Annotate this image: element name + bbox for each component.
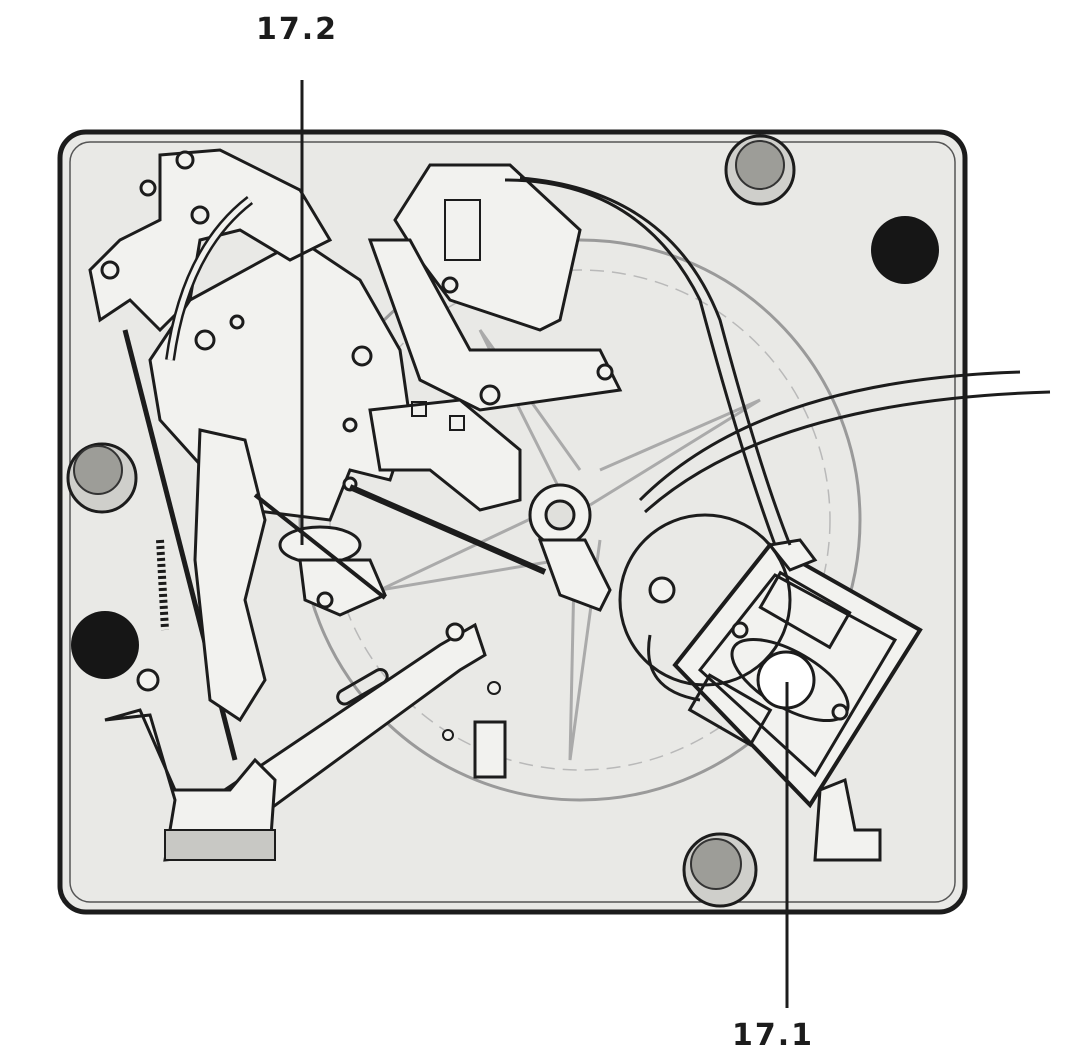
- motor-assembly: [672, 538, 923, 809]
- slider-square-2: [449, 415, 465, 431]
- linkage-pivots: [100, 150, 373, 492]
- lever-pivot: [445, 622, 465, 642]
- spindle-bracket: [537, 538, 612, 612]
- foot-top-center: [724, 134, 796, 206]
- slider-square-1: [411, 401, 427, 417]
- foot-bottom-center: [682, 832, 758, 908]
- foot-left-middle: [66, 442, 138, 514]
- pulley: [648, 576, 676, 604]
- callout-label-17-1: 17.1: [732, 1018, 815, 1053]
- small-hole-1: [487, 681, 501, 695]
- callout-label-17-2: 17.2: [256, 12, 339, 47]
- chassis-plate-inner-edge: [69, 141, 956, 903]
- main-lever-pivot: [596, 363, 614, 381]
- lower-left-pivot: [136, 668, 160, 692]
- belt-ring: [618, 513, 792, 687]
- diagonal-rod: [348, 484, 547, 575]
- small-rect-part: [473, 720, 507, 779]
- wiring: [504, 176, 1051, 702]
- center-spindle: [544, 499, 576, 531]
- slider-bar: [368, 398, 522, 512]
- tonearm-lift-slot: [444, 199, 481, 261]
- small-hole-2: [442, 729, 454, 741]
- foot-left-lower: [71, 611, 139, 679]
- upper-left-linkage: [88, 148, 333, 333]
- lever-slot: [336, 668, 389, 706]
- left-vertical-arm: [193, 428, 267, 723]
- lower-right-bracket: [813, 777, 882, 862]
- cutoff-switch-assembly: [253, 493, 387, 617]
- lower-left-bracket: [104, 708, 277, 862]
- lower-left-pad: [164, 829, 276, 861]
- tonearm-lift-screw: [441, 276, 459, 294]
- main-lever-hole: [479, 384, 501, 406]
- platter-outline: [298, 238, 862, 802]
- foot-top-right: [871, 216, 939, 284]
- curved-guide-inner: [167, 198, 252, 361]
- platter-inner-ring: [329, 269, 831, 771]
- tonearm-lift-block: [393, 163, 582, 332]
